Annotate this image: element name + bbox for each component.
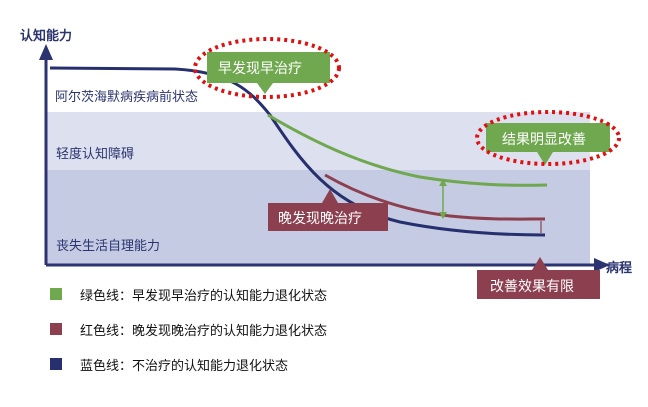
legend-red-swatch bbox=[50, 323, 62, 335]
early-result-text: 结果明显改善 bbox=[502, 132, 586, 148]
late-callout-box bbox=[268, 203, 388, 231]
late-callout-text: 晚发现晚治疗 bbox=[278, 211, 362, 227]
legend-blue: 蓝色线：不治疗的认知能力退化状态 bbox=[80, 359, 289, 374]
early-callout-box bbox=[207, 52, 330, 83]
late-callout-pointer bbox=[322, 189, 338, 203]
green-gap-arrowhead-up-icon bbox=[439, 179, 447, 186]
band-label-dependent: 丧失生活自理能力 bbox=[56, 239, 161, 254]
early-result-pointer bbox=[537, 152, 553, 165]
result-highlight-ellipse bbox=[475, 110, 621, 166]
blue-line bbox=[49, 66, 546, 237]
y-axis-arrow-icon bbox=[39, 44, 53, 60]
x-axis-arrow-icon bbox=[594, 258, 610, 272]
legend-red: 红色线：晚发现晚治疗的认知能力退化状态 bbox=[80, 324, 328, 339]
y-axis-label: 认知能力 bbox=[20, 29, 73, 44]
red-line bbox=[324, 173, 546, 221]
band-label-pre: 阿尔茨海默病疾病前状态 bbox=[55, 90, 199, 105]
legend-green: 绿色线：早发现早治疗的认知能力退化状态 bbox=[80, 289, 328, 304]
early-highlight-ellipse bbox=[193, 37, 341, 99]
early-result-box bbox=[486, 123, 610, 152]
late-result-pointer bbox=[532, 257, 548, 270]
early-callout-pointer bbox=[257, 83, 273, 94]
late-result-box bbox=[477, 270, 600, 299]
legend-green-swatch bbox=[50, 288, 62, 300]
green-gap-arrowhead-down-icon bbox=[439, 212, 447, 219]
late-result-text: 改善效果有限 bbox=[490, 279, 574, 295]
green-line bbox=[267, 113, 548, 187]
early-callout-text: 早发现早治疗 bbox=[218, 61, 302, 77]
band-label-mci: 轻度认知障碍 bbox=[56, 147, 135, 162]
legend-blue-swatch bbox=[50, 358, 62, 370]
x-axis-label: 病程 bbox=[606, 261, 633, 276]
